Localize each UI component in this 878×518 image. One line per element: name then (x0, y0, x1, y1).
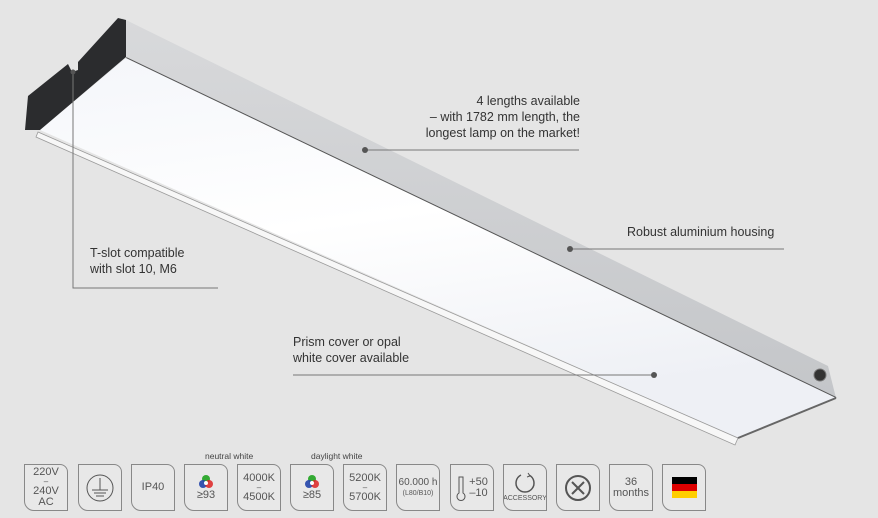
annotation-line: T-slot compatible (90, 246, 185, 260)
dimmer-icon (515, 472, 535, 493)
cri-daylight-icon: ≥85 (290, 464, 334, 511)
caption-daylight-white: daylight white (311, 451, 363, 461)
light-panel (40, 58, 836, 438)
value: 4500K (243, 490, 275, 503)
german-flag-icon (671, 477, 697, 498)
cri-neutral-icon: ≥93 (184, 464, 228, 511)
value: ≥85 (302, 489, 322, 501)
color-wheel-icon (199, 475, 213, 488)
value: – (362, 482, 368, 492)
annotation-lengths: 4 lengths available – with 1782 mm lengt… (380, 93, 580, 141)
color-wheel-icon (305, 475, 319, 488)
annotation-tslot: T-slot compatible with slot 10, M6 (90, 245, 184, 277)
thermometer-icon (456, 476, 466, 501)
value: +50 (469, 475, 488, 488)
value: ACCESSORY (503, 495, 547, 502)
cct-daylight-icon: 5200K – 5700K (343, 464, 387, 511)
value: 240V (33, 485, 59, 497)
temperature-icon: +50 –10 (450, 464, 494, 511)
aluminium-housing (122, 18, 836, 398)
annotation-line: 4 lengths available (476, 94, 580, 108)
value: 60.000 h (398, 477, 438, 488)
lifetime-icon: 60.000 h (L80/B10) (396, 464, 440, 511)
annotation-line: longest lamp on the market! (425, 126, 580, 140)
cct-neutral-icon: 4000K – 4500K (237, 464, 281, 511)
made-in-germany-icon (662, 464, 706, 511)
warranty-icon: 36 months (609, 464, 653, 511)
end-cap (25, 18, 126, 130)
value: – (256, 482, 262, 492)
ground-icon (78, 464, 122, 511)
value: months (612, 486, 650, 499)
value: – (43, 477, 49, 486)
annotation-cover: Prism cover or opal white cover availabl… (293, 334, 409, 366)
value: 36 (624, 475, 638, 488)
accessory-icon: ACCESSORY (503, 464, 547, 511)
value: ≥93 (196, 489, 216, 501)
value: 220V (33, 466, 59, 478)
value: –10 (469, 486, 488, 499)
value: 5200K (349, 471, 381, 484)
annotation-line: – with 1782 mm length, the (429, 110, 580, 124)
maintenance-free-icon (556, 464, 600, 511)
value: 5700K (349, 490, 381, 503)
caption-neutral-white: neutral white (205, 451, 254, 461)
annotation-line: with slot 10, M6 (90, 262, 177, 276)
value: 4000K (243, 471, 275, 484)
ip-rating-icon: IP40 (131, 464, 175, 511)
value: AC (38, 496, 54, 508)
voltage-icon: 220V – 240V AC (24, 464, 68, 511)
annotation-line: white cover available (293, 351, 410, 365)
value: (L80/B10) (402, 490, 434, 497)
switch (813, 368, 827, 382)
annotation-housing: Robust aluminium housing (627, 225, 775, 239)
no-tools-icon (565, 474, 591, 501)
annotation-line: Prism cover or opal (293, 335, 401, 349)
